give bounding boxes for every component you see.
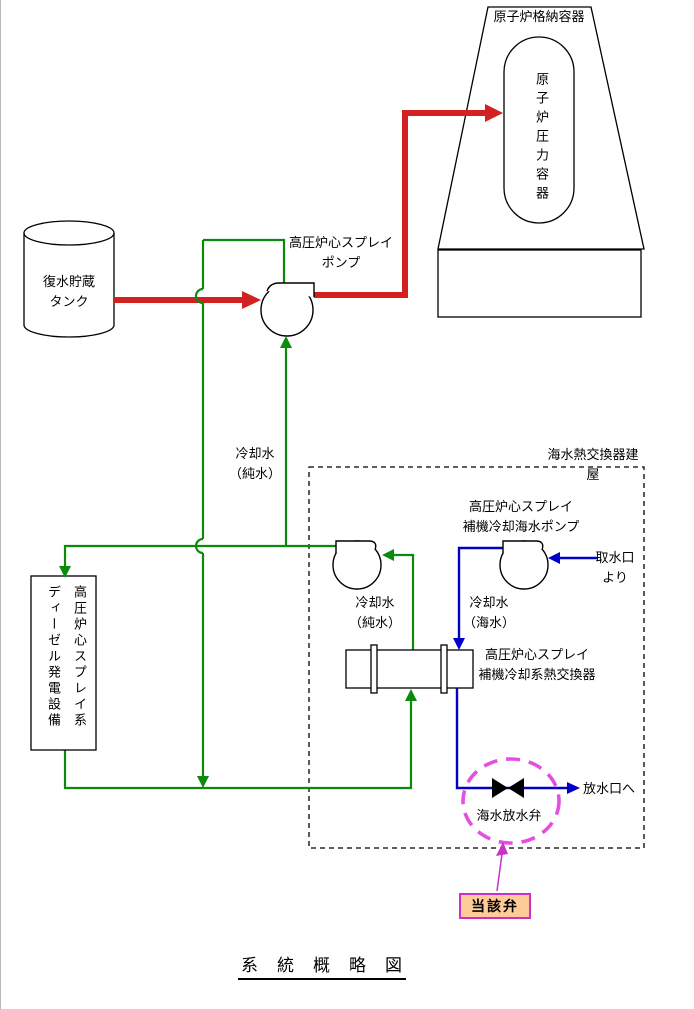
hpcs-pump-label: 高圧炉心スプレイ ポンプ	[288, 236, 394, 272]
seawater-pump-label: 高圧炉心スプレイ 補機冷却海水ポンプ	[462, 500, 580, 536]
blue-seawater-line	[455, 546, 598, 790]
heat-exchanger-shape	[345, 644, 474, 694]
target-valve-callout: 当該弁	[459, 893, 531, 919]
discharge-valve-icon	[492, 778, 524, 798]
hx-to-discharge-line	[455, 688, 569, 790]
condensate-tank-shape	[23, 220, 115, 338]
green-cooling-loop	[63, 238, 415, 790]
line-hop	[194, 287, 204, 305]
seawater-discharge-valve-label: 海水放水弁	[476, 809, 542, 824]
pressure-vessel-shape	[503, 36, 575, 224]
red-flow-arrows	[242, 104, 503, 309]
coolant-pure-water-label-top: 冷却水 （純水）	[228, 447, 282, 483]
red-pipe	[114, 110, 487, 303]
callout-leader-arrow	[496, 842, 508, 892]
green-flow-arrows	[59, 336, 417, 788]
building-boundary	[308, 466, 645, 849]
heat-exchanger-label: 高圧炉心スプレイ 補機冷却系熱交換器	[478, 648, 596, 684]
intake-label: 取水口 より	[595, 551, 635, 587]
discharge-outlet-label: 放水口へ	[582, 782, 636, 797]
condensate-tank-label: 復水貯蔵 タンク	[42, 275, 96, 311]
containment-label: 原子炉格納容器	[493, 10, 585, 25]
cooling-water-pump-symbol	[332, 540, 382, 590]
pump-to-hx-line	[457, 546, 503, 640]
highlight-ellipse	[461, 757, 561, 845]
diesel-generator-box-label: 高圧炉心スプレイ系 ディーゼル発電設備	[45, 585, 86, 729]
seawater-pump-symbol	[499, 540, 549, 590]
diagram-title: 系 統 概 略 図	[238, 951, 406, 980]
hpcs-pump-symbol	[260, 282, 315, 337]
target-valve-callout-text: 当該弁	[471, 899, 519, 915]
blue-flow-arrows	[453, 552, 580, 794]
building-label: 海水熱交換器建屋	[547, 448, 639, 484]
containment-vessel-shape	[437, 6, 645, 318]
red-pipe-pump-to-vessel	[314, 110, 487, 298]
coolant-pure-water-label-mid: 冷却水 （純水）	[348, 596, 402, 632]
pressure-vessel-label: 原子炉圧力容器	[533, 72, 548, 205]
diesel-generator-box	[30, 575, 97, 751]
coolant-seawater-label: 冷却水 （海水）	[462, 596, 516, 632]
